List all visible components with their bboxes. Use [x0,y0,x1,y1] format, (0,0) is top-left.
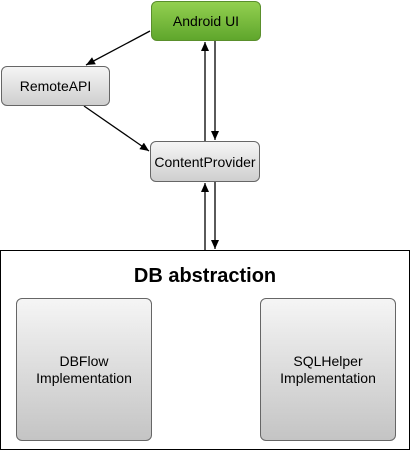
android-ui-label: Android UI [172,13,240,29]
dbflow-implementation-box: DBFlow Implementation [16,298,152,441]
arrow-remoteapi-to-contentprovider [83,105,150,152]
content-provider-node: ContentProvider [150,141,260,182]
remote-api-node: RemoteAPI [1,66,110,106]
arrow-androidui-to-remoteapi [85,30,151,66]
remote-api-label: RemoteAPI [19,78,92,94]
content-provider-label: ContentProvider [154,153,256,170]
db-abstraction-container: DB abstraction DBFlow Implementation SQL… [0,250,410,450]
android-ui-node: Android UI [151,1,261,41]
sqlhelper-implementation-box: SQLHelper Implementation [260,298,396,441]
db-abstraction-title: DB abstraction [133,265,277,287]
sqlhelper-label: SQLHelper Implementation [280,352,376,386]
dbflow-label: DBFlow Implementation [36,352,132,386]
